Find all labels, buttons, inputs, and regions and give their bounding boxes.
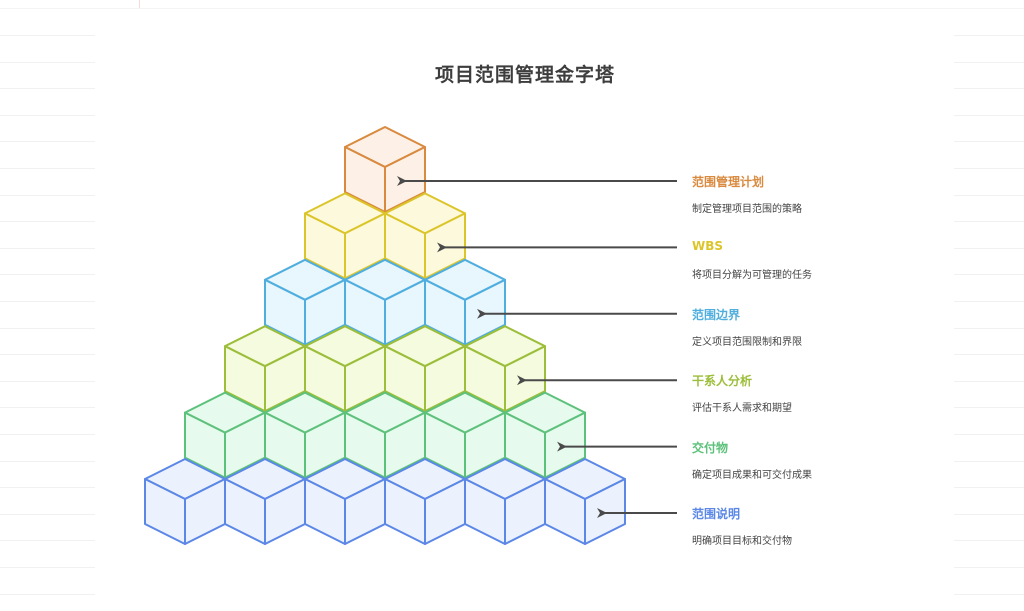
level-desc-0: 制定管理项目范围的策略 bbox=[692, 204, 802, 215]
cube-level-3-0 bbox=[224, 325, 306, 413]
cube-level-4-1 bbox=[264, 391, 346, 479]
cube-level-2-2 bbox=[424, 258, 506, 346]
level-desc-4: 确定项目成果和可交付成果 bbox=[692, 469, 812, 481]
cube-level-4-3 bbox=[424, 391, 506, 479]
cube-level-4-2 bbox=[344, 391, 426, 479]
cube-level-3-1 bbox=[304, 325, 386, 413]
level-label-5: 范围说明 bbox=[692, 507, 741, 521]
cube-level-1-1 bbox=[384, 192, 466, 280]
cube-level-5-0 bbox=[144, 458, 226, 545]
level-label-3: 干系人分析 bbox=[692, 374, 753, 389]
cube-level-5-3 bbox=[384, 458, 466, 545]
level-label-4: 交付物 bbox=[692, 440, 729, 455]
cube-level-0-0 bbox=[344, 126, 426, 213]
cube-level-5-1 bbox=[224, 458, 306, 545]
level-desc-3: 评估干系人需求和期望 bbox=[692, 403, 792, 415]
cube-level-2-1 bbox=[344, 258, 426, 346]
cube-level-5-4 bbox=[464, 458, 546, 545]
cube-level-3-2 bbox=[384, 325, 466, 413]
level-desc-5: 明确项目目标和交付物 bbox=[692, 536, 792, 547]
level-label-2: 范围边界 bbox=[692, 307, 741, 322]
level-desc-2: 定义项目范围限制和界限 bbox=[692, 336, 802, 348]
cube-level-2-0 bbox=[264, 258, 346, 346]
top-strip bbox=[0, 0, 1024, 9]
background-lines-right bbox=[954, 0, 1024, 611]
level-label-1: WBS bbox=[692, 239, 724, 254]
background-lines-left bbox=[0, 0, 95, 611]
cube-level-5-5 bbox=[544, 458, 626, 545]
top-mark bbox=[139, 0, 140, 8]
diagram-title: 项目范围管理金字塔 bbox=[434, 64, 615, 86]
level-desc-1: 将项目分解为可管理的任务 bbox=[692, 270, 812, 282]
cube-level-4-0 bbox=[184, 391, 266, 479]
cube-level-1-0 bbox=[304, 192, 386, 280]
level-label-0: 范围管理计划 bbox=[692, 175, 765, 189]
cube-level-5-2 bbox=[304, 458, 386, 545]
